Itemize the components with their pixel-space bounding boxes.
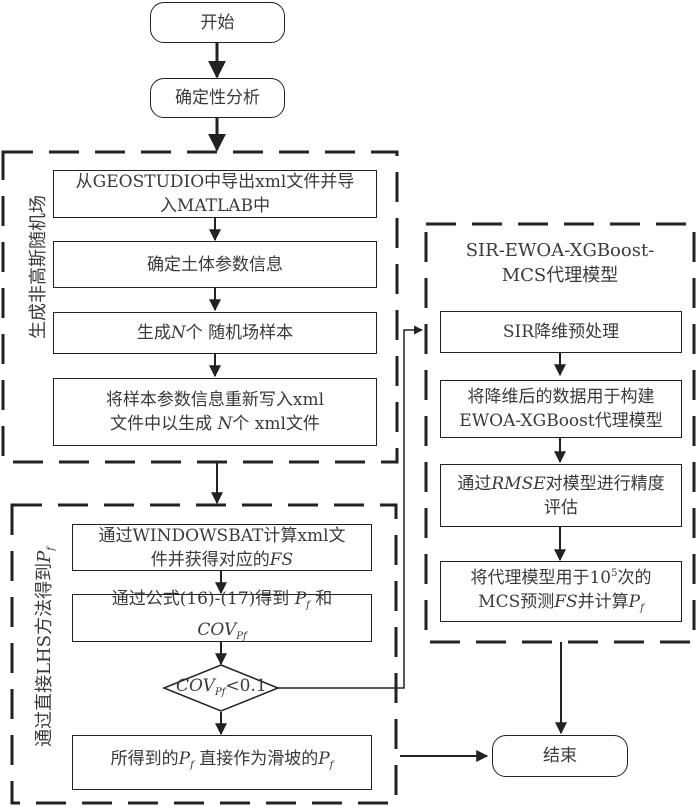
formula-pf-var: P (294, 589, 307, 609)
result-node: 所得到的Pf 直接作为滑坡的Pf (72, 735, 372, 790)
mcs-fs-var: FS (554, 592, 578, 612)
formula-line1: 通过公式(16)-(17)得到 Pf 和 (112, 587, 333, 618)
mcs-line1-post: 次的 (617, 568, 652, 588)
formula-line1-pre: 通过公式(16)-(17)得到 (111, 589, 295, 609)
rewrite-xml-line2: 文件中以生成 N个 xml文件 (110, 412, 320, 436)
gen-samples-node: 生成N个 随机场样本 (53, 312, 377, 354)
mcs-line2: MCS预测FS并计算Pf (478, 590, 644, 621)
sir-label: SIR降维预处理 (502, 322, 620, 342)
decision-label: COVPf<0.1 (176, 676, 267, 698)
formula-line2: COVPf (197, 618, 246, 649)
formula-line1-post: 和 (309, 589, 333, 609)
calc-line1: 通过WINDOWSBAT计算xml文 (98, 525, 346, 546)
start-node: 开始 (150, 2, 285, 43)
mcs-line2-pre: MCS预测 (478, 592, 555, 612)
rewrite-line2-var: N (217, 414, 233, 434)
mcs-pf-var: P (628, 592, 641, 612)
decision-condition: <0.1 (225, 676, 267, 696)
result-pre: 所得到的 (110, 749, 179, 769)
build-model-node: 将降维后的数据用于构建 EWOA-XGBoost代理模型 (440, 380, 682, 438)
formula-cov-sub: Pf (236, 631, 247, 642)
calc-line2: 件并获得对应的FS (151, 548, 293, 572)
result-pf-var: P (178, 749, 191, 769)
mcs-node: 将代理模型用于105次的 MCS预测FS并计算Pf (440, 561, 682, 622)
rewrite-xml-line1: 将样本参数信息重新写入xml (105, 390, 325, 410)
rmse-pre: 通过 (457, 473, 492, 494)
end-label: 结束 (543, 746, 577, 766)
rmse-post: 对模型进行精度 (545, 473, 665, 494)
rmse-node: 通过RMSE对模型进行精度 评估 (440, 464, 682, 527)
mcs-pf-sub: f (640, 603, 644, 614)
result-label: 所得到的Pf 直接作为滑坡的Pf (111, 747, 334, 778)
group-lhs-border (10, 503, 398, 805)
deterministic-analysis-label: 确定性分析 (175, 88, 260, 108)
group-lhs-var: P (34, 550, 55, 563)
mcs-line2-mid: 并计算 (577, 592, 629, 612)
group-random-field-border (1, 150, 399, 464)
export-xml-line1: 从GEOSTUDIO中导出xml文件并导 (75, 172, 355, 192)
formula-pf-sub: f (306, 600, 310, 611)
gen-samples-text-post: 个 随机场样本 (185, 323, 294, 343)
rmse-var: RMSE (491, 473, 546, 494)
formula-node: 通过公式(16)-(17)得到 Pf 和 COVPf (72, 589, 372, 642)
rewrite-xml-node: 将样本参数信息重新写入xml 文件中以生成 N个 xml文件 (53, 378, 377, 446)
gen-samples-var: N (170, 323, 186, 343)
group-surrogate-line1: SIR-EWOA-XGBoost- (465, 240, 655, 261)
decision-cov-sub: Pf (214, 687, 226, 698)
calc-line2-var: FS (269, 549, 294, 570)
end-node: 结束 (492, 735, 628, 777)
result-mid: 直接作为滑坡的 (193, 749, 319, 769)
mcs-exponent: 5 (611, 568, 618, 579)
group-surrogate-label: SIR-EWOA-XGBoost- MCS代理模型 (430, 238, 690, 288)
result-pf-sub2: f (329, 760, 334, 771)
soil-params-node: 确定土体参数信息 (53, 241, 377, 288)
decision-diamond (161, 664, 281, 712)
gen-samples-text: 生成 (136, 323, 171, 343)
mcs-line1: 将代理模型用于105次的 (470, 562, 651, 590)
group-random-field-label: 生成非高斯随机场 (28, 195, 49, 339)
decision-cov-var: COV (176, 676, 215, 696)
export-xml-node: 从GEOSTUDIO中导出xml文件并导 入MATLAB中 (53, 170, 377, 218)
group-lhs-label: 通过直接LHS方法得到Pf (30, 542, 57, 752)
arrow-decision-to-surrogate (278, 325, 423, 689)
result-pf-var2: P (318, 749, 330, 769)
build-line2: EWOA-XGBoost代理模型 (459, 411, 663, 431)
calc-line2-pre: 件并获得对应的 (150, 549, 270, 570)
group-surrogate-line2: MCS代理模型 (501, 265, 619, 286)
deterministic-analysis-node: 确定性分析 (150, 78, 285, 118)
export-xml-line2: 入MATLAB中 (159, 196, 271, 216)
mcs-line1-pre: 将代理模型用于10 (470, 568, 612, 588)
soil-params-label: 确定土体参数信息 (147, 254, 283, 275)
group-lhs-sub: f (46, 547, 57, 551)
result-pf-sub: f (190, 760, 194, 771)
rewrite-line2-post: 个 xml文件 (232, 414, 320, 434)
formula-cov-var: COV (197, 620, 237, 640)
group-lhs-text: 通过直接LHS方法得到 (34, 562, 55, 747)
rmse-line1: 通过RMSE对模型进行精度 (457, 472, 664, 496)
windows-bat-calc-node: 通过WINDOWSBAT计算xml文 件并获得对应的FS (72, 524, 372, 571)
build-line1: 将降维后的数据用于构建 (467, 387, 655, 407)
rewrite-line2-pre: 文件中以生成 (110, 414, 218, 434)
start-label: 开始 (200, 12, 235, 33)
gen-samples-label: 生成N个 随机场样本 (137, 321, 293, 345)
sir-node: SIR降维预处理 (440, 311, 682, 353)
rmse-line2: 评估 (544, 497, 578, 518)
group-surrogate-border (424, 222, 696, 644)
